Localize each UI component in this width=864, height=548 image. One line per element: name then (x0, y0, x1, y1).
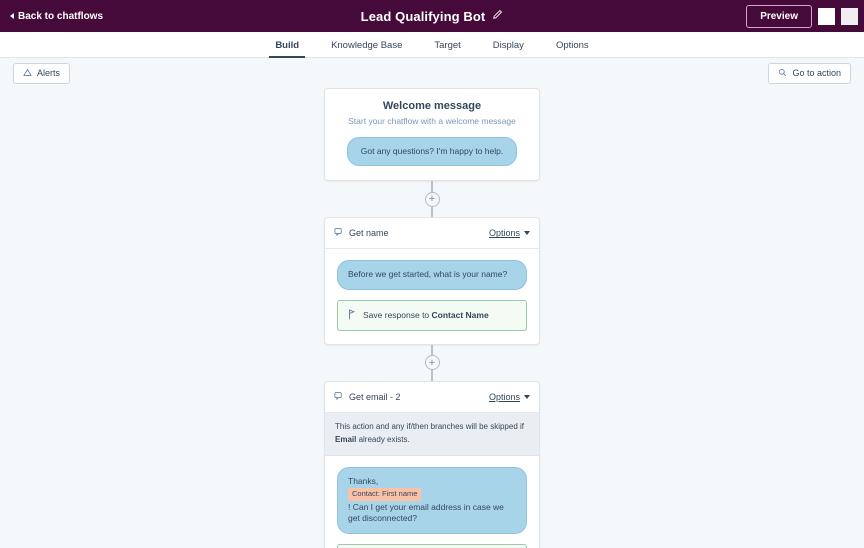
options-label: Options (488, 391, 520, 402)
bubble-line-1: Thanks, (348, 475, 379, 486)
pencil-icon[interactable] (492, 7, 503, 25)
flow-column: Welcome message Start your chatflow with… (324, 88, 540, 548)
chevron-down-icon (524, 394, 530, 399)
welcome-title: Welcome message (382, 100, 482, 112)
chat-bubble-icon (334, 388, 344, 406)
bubble-line-2: ! Can I get your email address in case w… (348, 501, 504, 524)
chat-bubble-icon (334, 224, 344, 242)
alerts-label: Alerts (37, 68, 61, 78)
action-card-body: Before we get started, what is your name… (325, 249, 539, 343)
add-action-button-2[interactable]: + (424, 355, 440, 371)
welcome-message-bubble[interactable]: Got any questions? I'm happy to help. (347, 137, 517, 167)
save-response-prefix: Save response to (363, 310, 430, 321)
topbar-actions: Preview (746, 4, 858, 28)
action-card-title: Get name (349, 228, 389, 239)
skip-condition-note: This action and any if/then branches wil… (325, 412, 539, 456)
action-message-bubble[interactable]: Before we get started, what is your name… (337, 260, 527, 290)
connector-2: + (324, 344, 540, 381)
save-response-box-email[interactable]: Save response to Email (337, 543, 527, 548)
app-topbar: Back to chatflows Lead Qualifying Bot Pr… (0, 0, 864, 32)
save-response-box-contact-name[interactable]: Save response to Contact Name (337, 299, 527, 331)
title-area: Lead Qualifying Bot (0, 7, 864, 25)
search-icon (778, 68, 787, 79)
options-dropdown-get-email[interactable]: Options (489, 392, 530, 402)
options-label: Options (488, 228, 520, 239)
tab-knowledge-base[interactable]: Knowledge Base (331, 40, 403, 51)
action-card-get-email[interactable]: Get email - 2 Options This action and an… (324, 380, 540, 548)
add-action-button-1[interactable]: + (424, 191, 440, 207)
action-card-get-name[interactable]: Get name Options Before we get started, … (324, 217, 540, 345)
canvas-toolbar: Alerts Go to action (0, 58, 864, 88)
back-to-chatflows-label: Back to chatflows (18, 10, 104, 22)
skip-note-prefix: This action and any if/then branches wil… (335, 421, 524, 431)
flow-canvas[interactable]: Welcome message Start your chatflow with… (0, 88, 864, 548)
warning-triangle-icon (23, 68, 32, 79)
tab-display[interactable]: Display (492, 40, 524, 51)
action-message-bubble[interactable]: Thanks, Contact: First name ! Can I get … (337, 466, 527, 534)
options-dropdown-get-name[interactable]: Options (489, 228, 530, 238)
action-card-body: Thanks, Contact: First name ! Can I get … (325, 456, 539, 548)
alerts-button[interactable]: Alerts (13, 62, 71, 84)
save-response-text: Save response to Contact Name (363, 310, 489, 320)
action-card-header: Get email - 2 Options (325, 382, 539, 413)
go-to-action-label: Go to action (792, 68, 841, 78)
flag-icon (347, 309, 356, 322)
personalization-token[interactable]: Contact: First name (348, 488, 422, 501)
action-card-title: Get email - 2 (349, 391, 401, 402)
welcome-message-card[interactable]: Welcome message Start your chatflow with… (324, 88, 540, 182)
topbar-icon-button-2[interactable] (841, 7, 858, 25)
preview-button[interactable]: Preview (746, 4, 812, 28)
action-card-header: Get name Options (325, 218, 539, 250)
skip-note-suffix: already exists. (358, 434, 410, 444)
connector-1: + (324, 181, 540, 218)
welcome-subtitle: Start your chatflow with a welcome messa… (348, 116, 516, 126)
save-response-target: Contact Name (431, 310, 489, 321)
page-title: Lead Qualifying Bot (360, 8, 486, 24)
back-to-chatflows-link[interactable]: Back to chatflows (6, 8, 107, 25)
skip-note-property: Email (335, 434, 357, 444)
tab-target[interactable]: Target (434, 40, 461, 51)
chevron-down-icon (524, 231, 530, 236)
main-tabs: Build Knowledge Base Target Display Opti… (0, 32, 864, 58)
tab-build[interactable]: Build (259, 40, 315, 58)
tab-options[interactable]: Options (555, 40, 589, 51)
topbar-icon-button-1[interactable] (818, 7, 835, 25)
chevron-left-icon (10, 13, 14, 19)
go-to-action-button[interactable]: Go to action (768, 62, 851, 84)
